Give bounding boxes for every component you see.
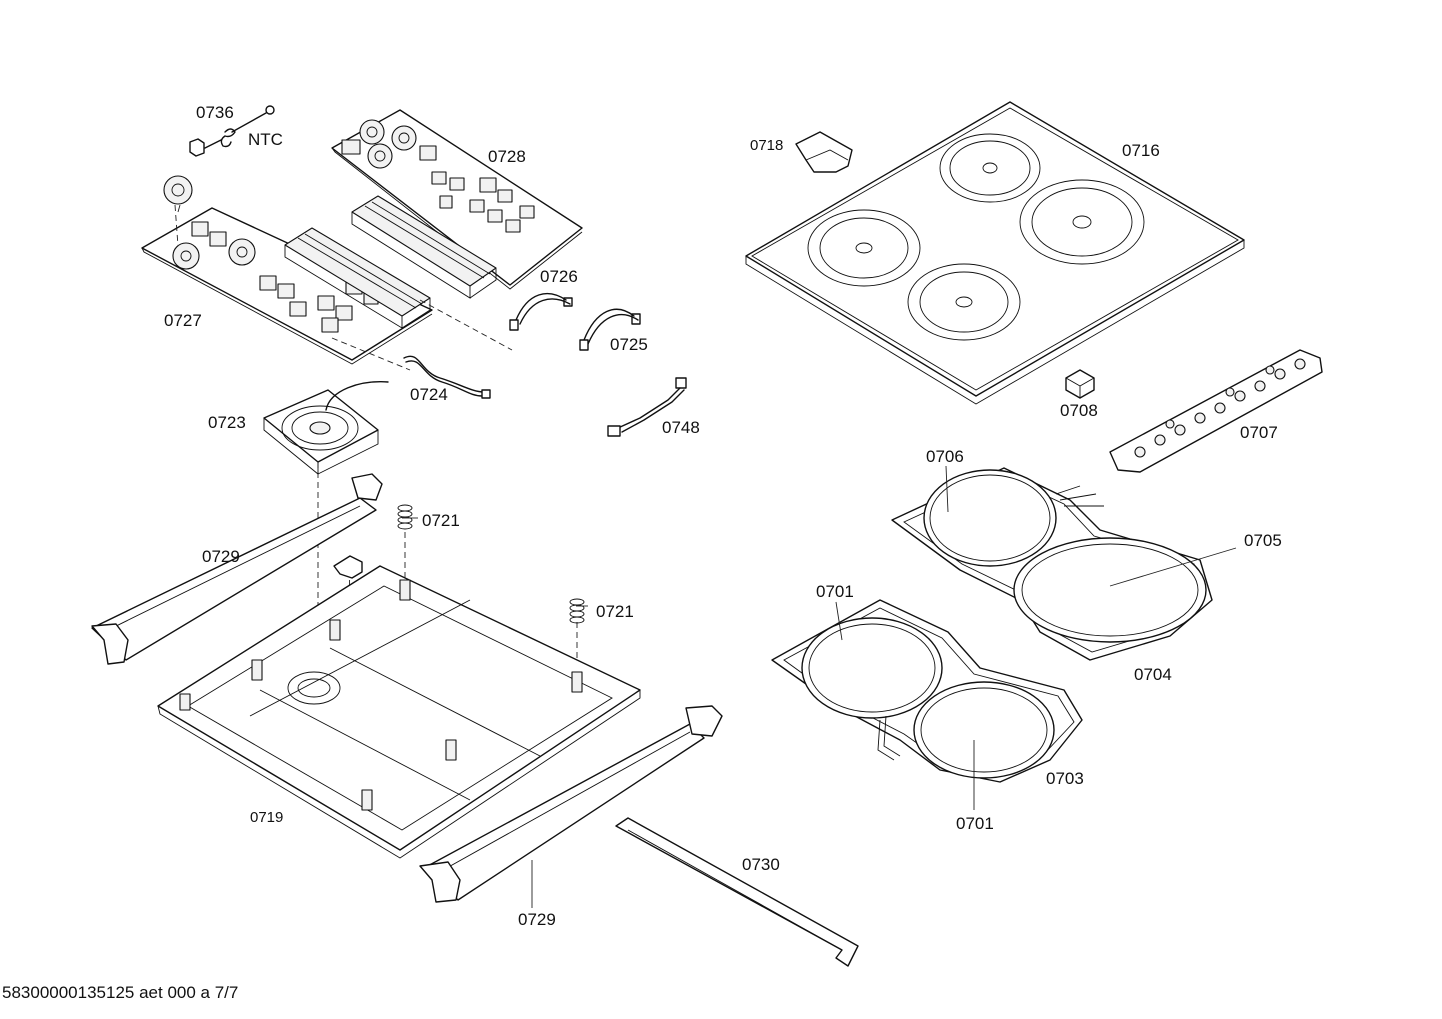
- label-0729-b: 0729: [518, 910, 556, 929]
- control-board-0707: [1109, 349, 1323, 473]
- label-0701-b: 0701: [956, 814, 994, 833]
- label-0729-a: 0729: [202, 547, 240, 566]
- label-0707: 0707: [1240, 423, 1278, 442]
- label-0703: 0703: [1046, 769, 1084, 788]
- label-0701-a: 0701: [816, 582, 854, 601]
- label-0708: 0708: [1060, 401, 1098, 420]
- label-0730: 0730: [742, 855, 780, 874]
- coil-0705: [1013, 537, 1207, 643]
- label-0706: 0706: [926, 447, 964, 466]
- module-0708: [1065, 369, 1095, 399]
- cable-0724: [403, 355, 491, 399]
- coil-0706: [923, 469, 1057, 567]
- spring-0721-b: [569, 598, 585, 624]
- cable-0725: [579, 308, 641, 351]
- cable-0748: [607, 377, 687, 437]
- fan-0723: [263, 381, 389, 475]
- power-board-0728: [331, 109, 583, 299]
- ntc-sensor: [189, 105, 275, 157]
- label-ntc: NTC: [248, 130, 283, 149]
- bracket-0718: [795, 131, 853, 173]
- label-0721-a: 0721: [422, 511, 460, 530]
- label-0721-b: 0721: [596, 602, 634, 621]
- spring-0721-a: [397, 504, 413, 530]
- bracket-0729-left: [91, 473, 383, 665]
- cable-0726: [509, 292, 573, 331]
- label-0727: 0727: [164, 311, 202, 330]
- label-0726: 0726: [540, 267, 578, 286]
- rail-0730: [615, 817, 859, 967]
- label-0716: 0716: [1122, 141, 1160, 160]
- clip: [333, 555, 363, 579]
- label-0718: 0718: [750, 137, 783, 154]
- label-0724: 0724: [410, 385, 448, 404]
- label-0704: 0704: [1134, 665, 1172, 684]
- footer-document-id: 58300000135125 aet 000 a 7/7: [2, 983, 238, 1002]
- coil-0701-b: [913, 681, 1055, 779]
- label-0705: 0705: [1244, 531, 1282, 550]
- label-0736: 0736: [196, 103, 234, 122]
- label-0719: 0719: [250, 809, 283, 826]
- housing-0719: [157, 565, 641, 859]
- coil-0701-a: [801, 617, 943, 719]
- label-0725: 0725: [610, 335, 648, 354]
- label-0723: 0723: [208, 413, 246, 432]
- label-0728: 0728: [488, 147, 526, 166]
- label-0748: 0748: [662, 418, 700, 437]
- bracket-0729-right: [419, 705, 723, 903]
- coil-carrier-0704: [891, 467, 1213, 661]
- power-board-0727: [141, 175, 433, 365]
- coil-carrier-0703: [771, 599, 1083, 783]
- glass-top-0716: [745, 101, 1245, 405]
